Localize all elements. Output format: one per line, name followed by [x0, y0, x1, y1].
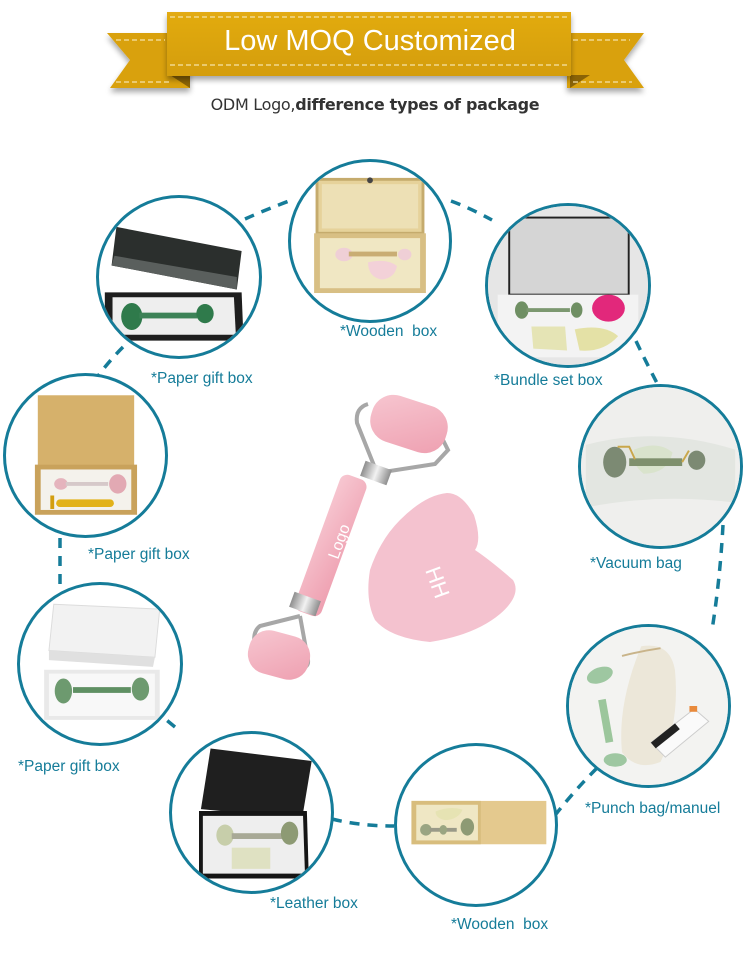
- ribbon-banner: [107, 12, 644, 88]
- package-label: *Paper gift box: [18, 758, 120, 775]
- package-label: *Paper gift box: [151, 370, 253, 387]
- package-label: *Bundle set box: [494, 372, 603, 389]
- punch-bag-icon: [566, 624, 731, 788]
- package-label: *Paper gift box: [88, 546, 190, 563]
- vacuum-bag-icon: [578, 384, 743, 549]
- package-label: *Wooden box: [340, 323, 438, 340]
- subtitle-regular: ODM Logo,: [210, 95, 296, 114]
- package-label: *Vacuum bag: [590, 555, 682, 572]
- subtitle-bold: difference types of package: [295, 95, 540, 114]
- black-marble-gift-box-icon: [96, 195, 262, 359]
- package-label: *Punch bag/manuel: [585, 800, 721, 817]
- package-label: *Wooden box: [451, 916, 549, 933]
- wooden-box-icon: [288, 159, 452, 323]
- banner-title: Low MOQ Customized: [224, 25, 516, 57]
- package-label: *Leather box: [270, 895, 358, 912]
- bundle-set-box-icon: [485, 203, 651, 368]
- kraft-gift-box-icon: [3, 373, 168, 538]
- sliding-wooden-box-icon: [394, 743, 558, 907]
- subtitle: ODM Logo,difference types of package: [0, 95, 750, 114]
- rose-quartz-roller-and-gua-sha: Logo HH: [247, 394, 516, 680]
- white-gift-box-icon: [17, 582, 183, 746]
- leather-box-icon: [169, 731, 334, 894]
